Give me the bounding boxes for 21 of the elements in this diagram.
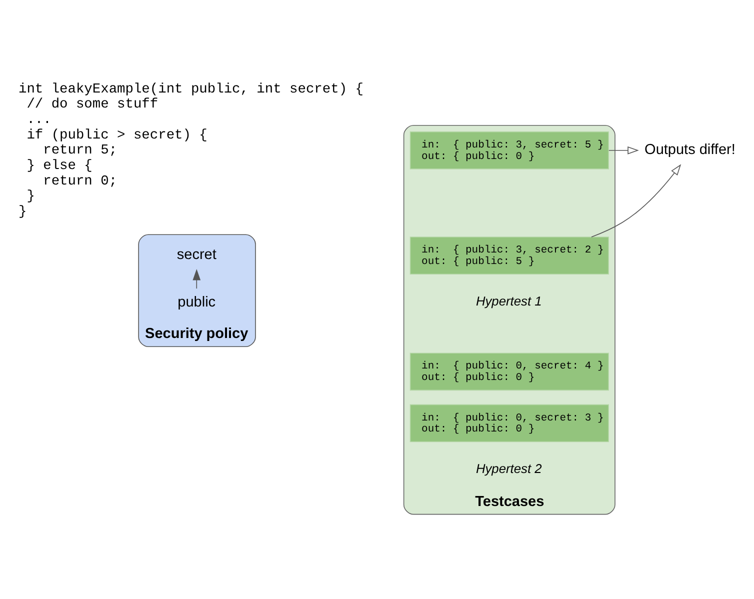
node-box: in: { public: 3, secret: 5 } out: { public: 0 } bbox=[410, 131, 609, 170]
label: } bbox=[26, 190, 35, 205]
label: // do some stuff bbox=[26, 98, 158, 113]
node-text: Outputs differ! bbox=[644, 142, 736, 158]
node-box: in: { public: 0, secret: 4 } out: { public: 0 } bbox=[410, 352, 609, 391]
label: int leakyExample(int public, int secret) { bbox=[18, 82, 364, 98]
label: } bbox=[18, 204, 27, 220]
node-text: secret bbox=[176, 247, 216, 264]
node-text: public bbox=[178, 294, 216, 311]
label: return 0; bbox=[43, 174, 118, 190]
node-box: in: { public: 0, secret: 3 } out: { public: 0 } bbox=[410, 404, 609, 442]
label: if (public > secret) { bbox=[26, 128, 208, 144]
label: } else { bbox=[26, 158, 92, 174]
arrow bbox=[608, 146, 639, 154]
node-box: in: { public: 3, secret: 2 } out: { public: 5 } bbox=[410, 236, 609, 275]
arrow bbox=[591, 164, 682, 238]
arrow bbox=[192, 268, 201, 289]
label: Hypertest 1 bbox=[476, 293, 542, 308]
label: Hypertest 2 bbox=[476, 461, 542, 476]
label: ... bbox=[26, 113, 52, 128]
label: return 5; bbox=[43, 144, 118, 159]
